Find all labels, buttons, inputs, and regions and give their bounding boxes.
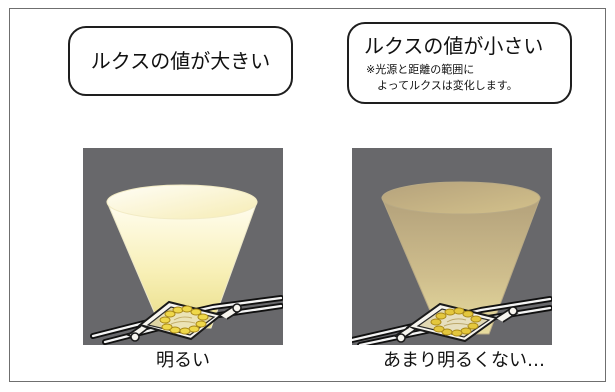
low-lux-label: ルクスの値が小さい: [364, 34, 544, 58]
lux-note-line-2: よってルクスは変化します。: [377, 79, 518, 92]
high-lux-callout: ルクスの値が大きい: [68, 26, 293, 96]
diagram-frame: ルクスの値が大きい ルクスの値が小さい ※光源と距離の範囲に よってルクスは変化…: [9, 8, 606, 382]
dim-light-source: [381, 181, 541, 215]
high-lux-label: ルクスの値が大きい: [90, 49, 271, 73]
bright-caption: 明るい: [156, 350, 210, 371]
bright-lighting-scene: [90, 184, 283, 345]
bright-light-source: [106, 184, 258, 220]
dim-fixture: [393, 302, 519, 343]
bright-light-illustration: [83, 148, 283, 345]
dim-caption: あまり明るくない…: [383, 350, 545, 371]
dim-lighting-scene: [352, 181, 552, 345]
dim-light-illustration: [352, 148, 552, 345]
lux-note-line-1: ※光源と距離の範囲に: [366, 63, 475, 76]
bright-fixture: [126, 300, 243, 342]
low-lux-callout: ルクスの値が小さい ※光源と距離の範囲に よってルクスは変化します。: [347, 22, 572, 104]
